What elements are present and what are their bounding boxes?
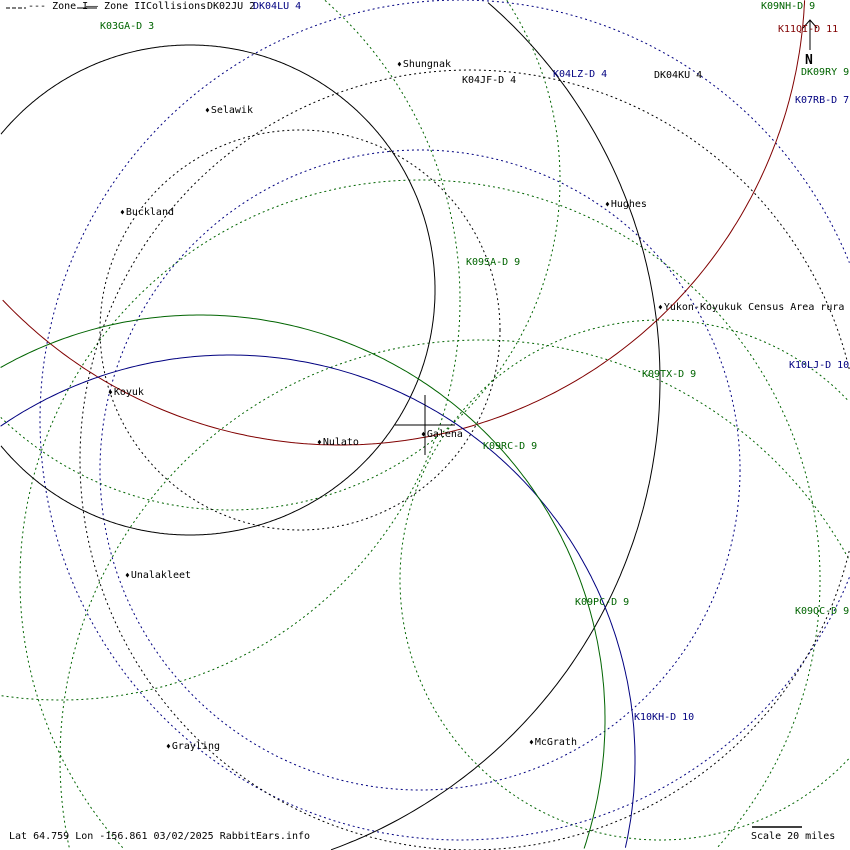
contour-green-dotted — [0, 0, 461, 701]
city-label: Selawik — [205, 105, 253, 117]
station-label[interactable]: K07RB-D 7 — [795, 95, 850, 106]
legend-zone-1: --- Zone I — [28, 1, 89, 12]
station-label[interactable]: K04JF-D 4 — [462, 75, 517, 86]
station-label[interactable]: K09SA-D 9 — [466, 257, 521, 268]
city-label: Koyuk — [108, 387, 144, 399]
contour-black-dotted — [79, 69, 850, 850]
city-label: Grayling — [166, 741, 220, 753]
contour-green-dotted — [399, 319, 849, 841]
crosshair-icon — [395, 395, 455, 455]
city-label: Buckland — [120, 207, 174, 219]
contour-red-solid — [2, 0, 806, 446]
station-label[interactable]: K03GA-D 3 — [100, 21, 155, 32]
footer-info: Lat 64.759 Lon -156.861 03/02/2025 Rabbi… — [9, 831, 311, 842]
contour-green-dotted — [19, 179, 821, 849]
contour-green-dotted — [0, 0, 561, 511]
legend-zone-2: —— Zone II — [86, 1, 147, 12]
contour-black-solid — [0, 44, 436, 536]
city-label: McGrath — [529, 737, 577, 749]
station-label[interactable]: K10KH-D 10 — [634, 712, 695, 723]
station-label[interactable]: DK04LU 4 — [253, 1, 302, 12]
city-label: Nulato — [317, 437, 359, 449]
station-label[interactable]: K10LJ-D 10 — [789, 360, 850, 371]
station-label[interactable]: K11QI-D 11 — [778, 24, 839, 35]
city-label: Yukon-Koyukuk Census Area rura — [658, 302, 845, 314]
city-label: Shungnak — [397, 59, 451, 71]
north-label: N — [805, 53, 813, 68]
city-label: Hughes — [605, 199, 647, 211]
contour-green-solid — [0, 314, 606, 849]
station-label[interactable]: DK02JU 2 — [207, 1, 256, 12]
station-label[interactable]: K09PC-D 9 — [575, 597, 630, 608]
station-label[interactable]: DK04KU 4 — [654, 70, 703, 81]
scale-label: Scale 20 miles — [751, 831, 836, 842]
city-label: Galena — [421, 429, 463, 441]
north-arrow-icon — [802, 19, 818, 50]
legend-collisions: Collisions — [146, 1, 207, 12]
station-label[interactable]: K04LZ-D 4 — [553, 69, 608, 80]
contour-navy-dotted — [99, 149, 741, 791]
contour-black-solid — [330, 2, 661, 850]
station-label[interactable]: DK09RY 9 — [801, 67, 850, 78]
station-label[interactable]: K09RC-D 9 — [483, 441, 538, 452]
station-label[interactable]: K09QC-D 9 — [795, 606, 850, 617]
contour-navy-dotted — [39, 0, 850, 841]
station-label[interactable]: K09NH-D 9 — [761, 1, 816, 12]
city-label: Unalakleet — [125, 570, 191, 582]
contour-black-dotted — [99, 129, 501, 531]
station-label[interactable]: K09TX-D 9 — [642, 369, 697, 380]
contour-navy-solid — [0, 354, 636, 848]
